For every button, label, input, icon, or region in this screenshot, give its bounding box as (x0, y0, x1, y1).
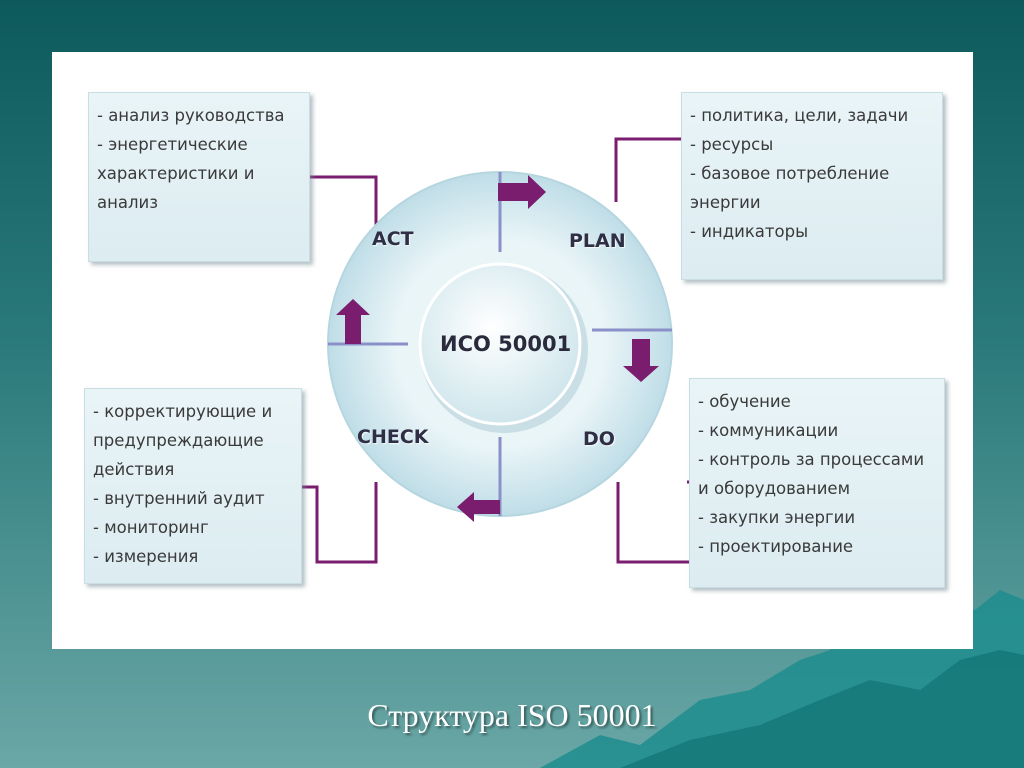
check-box-line: - внутренний аудит (93, 489, 265, 508)
connector-check (302, 482, 378, 564)
check-box-line: - измерения (93, 547, 199, 566)
phase-label-plan: PLAN (569, 230, 626, 252)
check-box-line: - мониторинг (93, 518, 209, 537)
arrow-right-icon (498, 175, 546, 209)
check-box-line: предупреждающие (93, 431, 264, 450)
connector-act (310, 175, 378, 237)
pdca-diagram (302, 137, 694, 564)
arrow-down-icon (623, 339, 659, 382)
arrow-up-icon (336, 299, 370, 344)
plan-box-line: - базовое потребление (690, 164, 890, 183)
phase-label-act: ACT (372, 228, 414, 250)
check-box-line: - корректирующие и (93, 402, 273, 421)
act-box-line: - энергетические (97, 135, 248, 154)
do-box-line: - коммуникации (698, 421, 839, 440)
slide-content-panel: ACT PLAN CHECK DO ИСО 50001 - анализ рук… (52, 52, 973, 649)
act-box: - анализ руководства - энергетические ха… (88, 92, 310, 262)
plan-box-line: - политика, цели, задачи (690, 106, 909, 125)
act-box-line: анализ (97, 193, 159, 212)
act-box-line: характеристики и (97, 164, 255, 183)
center-circle (418, 262, 582, 426)
plan-box-line: энергии (690, 193, 761, 212)
center-label: ИСО 50001 (440, 332, 572, 356)
do-box-line: - обучение (698, 392, 791, 411)
plan-box-line: - индикаторы (690, 222, 809, 241)
slide-caption: Структура ISO 50001 (367, 697, 657, 733)
do-box-line: - контроль за процессами (698, 450, 925, 469)
do-box: - обучение - коммуникации - контроль за … (689, 378, 945, 588)
phase-label-do: DO (583, 428, 615, 450)
do-box-line: - проектирование (698, 537, 854, 556)
check-box: - корректирующие и предупреждающие дейст… (84, 388, 302, 584)
act-box-line: - анализ руководства (97, 106, 285, 125)
arrow-left-icon (457, 492, 500, 522)
do-box-line: - закупки энергии (698, 508, 856, 527)
plan-box-line: - ресурсы (690, 135, 774, 154)
do-box-line: и оборудованием (698, 479, 851, 498)
check-box-line: действия (93, 460, 175, 479)
plan-box: - политика, цели, задачи - ресурсы - баз… (681, 92, 943, 280)
connector-plan (614, 137, 681, 202)
connector-do (616, 480, 694, 564)
phase-label-check: CHECK (357, 426, 429, 448)
